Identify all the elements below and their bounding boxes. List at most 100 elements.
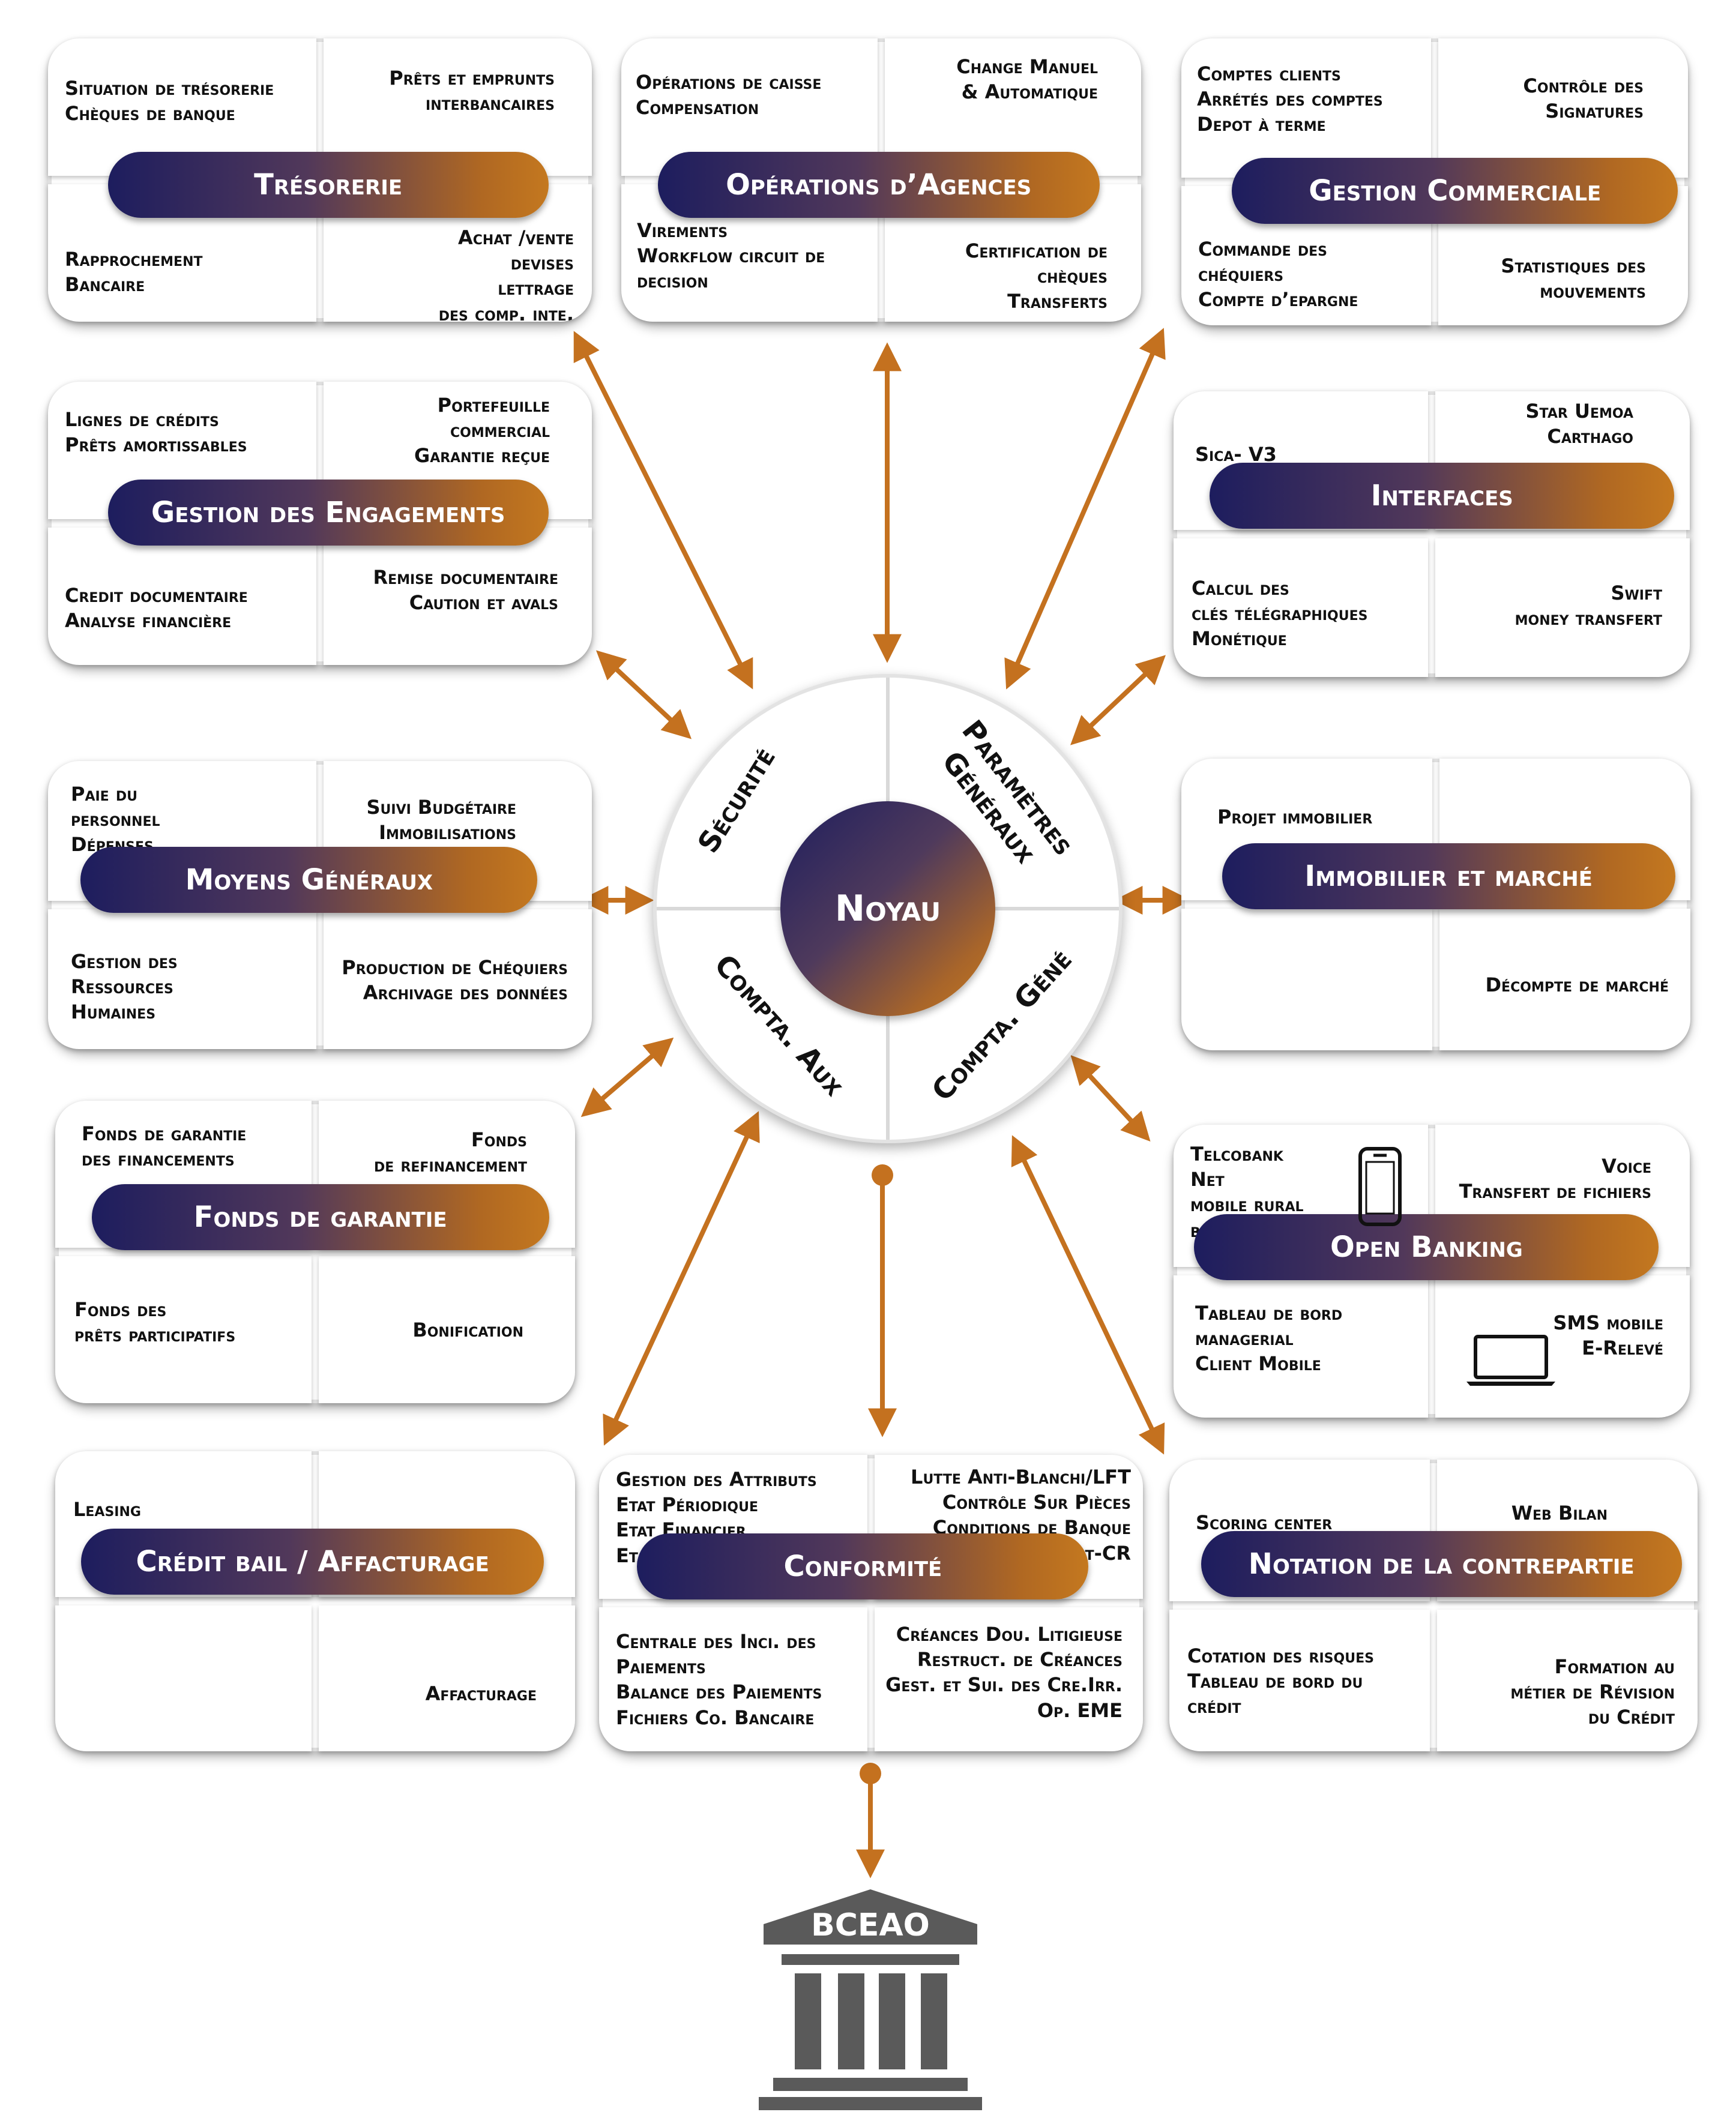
text-line: Balance des Paiements xyxy=(616,1680,822,1704)
text-line: personnel xyxy=(71,808,160,831)
connector-arrow xyxy=(580,1037,674,1118)
text-line: de refinancement xyxy=(374,1154,527,1177)
text-line: Lignes de crédits xyxy=(65,408,219,431)
quadrant-text: Fonds de refinancement xyxy=(374,1127,527,1178)
text-line: Fonds xyxy=(471,1128,527,1151)
quadrant-br: Décompte de marché xyxy=(1439,909,1690,1050)
text-line: Arrétés des comptes xyxy=(1197,88,1383,111)
text-line: SMS mobile xyxy=(1553,1311,1663,1334)
text-line: crédit xyxy=(1187,1695,1241,1718)
module-title-fonds-de-garantie: Fonds de garantie xyxy=(91,1184,549,1250)
text-line: Lutte Anti-Blanchi/LFT xyxy=(911,1466,1131,1488)
bank-building-icon xyxy=(759,1889,982,2110)
text-line: Scoring center xyxy=(1196,1511,1333,1534)
quadrant-text: Leasing xyxy=(73,1497,141,1522)
connector-dot xyxy=(860,1763,881,1784)
text-line: Contrôle Sur Pièces xyxy=(942,1491,1131,1514)
text-line: Signatures xyxy=(1545,100,1644,123)
text-line: Production de Chéquiers xyxy=(342,956,568,979)
text-line: Décompte de marché xyxy=(1485,973,1669,996)
connector-arrow xyxy=(1004,328,1166,690)
text-line: Suivi Budgétaire xyxy=(366,796,516,819)
noyau-core: Noyau xyxy=(780,801,995,1016)
text-line: Depot à terme xyxy=(1197,113,1326,136)
text-line: Commande des xyxy=(1198,238,1327,260)
connector-dot xyxy=(872,1164,893,1186)
text-line: Formation au xyxy=(1554,1655,1675,1678)
quadrant-text: Change Manuel& Automatique xyxy=(956,54,1098,104)
text-line: Voice xyxy=(1602,1155,1651,1178)
quadrant-text: Scoring center xyxy=(1196,1510,1332,1535)
text-line: chéquiers xyxy=(1198,263,1284,286)
text-line: Contrôle des xyxy=(1523,74,1644,97)
text-line: Virements xyxy=(637,219,728,242)
text-line: & Automatique xyxy=(961,80,1098,104)
text-line: Transfert de fichiers xyxy=(1459,1180,1651,1203)
text-line: Tableau de bord xyxy=(1195,1302,1343,1325)
quadrant-bl xyxy=(1181,909,1432,1050)
module-title-tresorerie: Trésorerie xyxy=(107,152,549,218)
text-line: Certification de xyxy=(965,239,1108,262)
text-line: Op. EME xyxy=(1037,1698,1123,1722)
quadrant-text: Web Bilan xyxy=(1511,1500,1608,1526)
text-line: Workflow circuit de xyxy=(637,244,825,268)
connector-arrow xyxy=(603,1111,760,1446)
text-line: Fonds des xyxy=(74,1298,167,1321)
text-line: Credit documentaire xyxy=(65,584,248,607)
text-line: Chèques de banque xyxy=(65,102,235,125)
text-line: métier de Révision xyxy=(1510,1680,1675,1704)
module-title-conformite: Conformité xyxy=(637,1533,1089,1599)
module-title-notation-de-la-contrepartie: Notation de la contrepartie xyxy=(1201,1531,1682,1597)
quadrant-br: Bonification xyxy=(319,1256,575,1403)
text-line: Compensation xyxy=(636,96,759,119)
module-title-credit-bail-affacturage: Crédit bail / Affacturage xyxy=(81,1529,544,1595)
text-line: Cotation des risques xyxy=(1187,1644,1374,1667)
text-line: Remise documentaire xyxy=(373,566,558,589)
text-line: des comp. inte. xyxy=(438,302,574,322)
text-line: Calcul des xyxy=(1192,577,1289,600)
text-line: Caution et avals xyxy=(409,591,558,615)
text-line: Humaines xyxy=(71,1000,156,1024)
module-title-open-banking: Open Banking xyxy=(1194,1214,1659,1280)
text-line: Bonification xyxy=(412,1319,523,1341)
connector-arrow xyxy=(1070,1054,1151,1142)
module-title-moyens-generaux: Moyens Généraux xyxy=(80,847,538,913)
text-line: Monétique xyxy=(1192,627,1287,651)
text-line: Bancaire xyxy=(65,273,145,296)
text-line: chèques xyxy=(1037,265,1108,288)
text-line: Net xyxy=(1190,1168,1225,1191)
text-line: Fonds de garantie xyxy=(82,1122,247,1145)
text-line: Client Mobile xyxy=(1195,1352,1321,1376)
text-line: decision xyxy=(637,269,708,293)
